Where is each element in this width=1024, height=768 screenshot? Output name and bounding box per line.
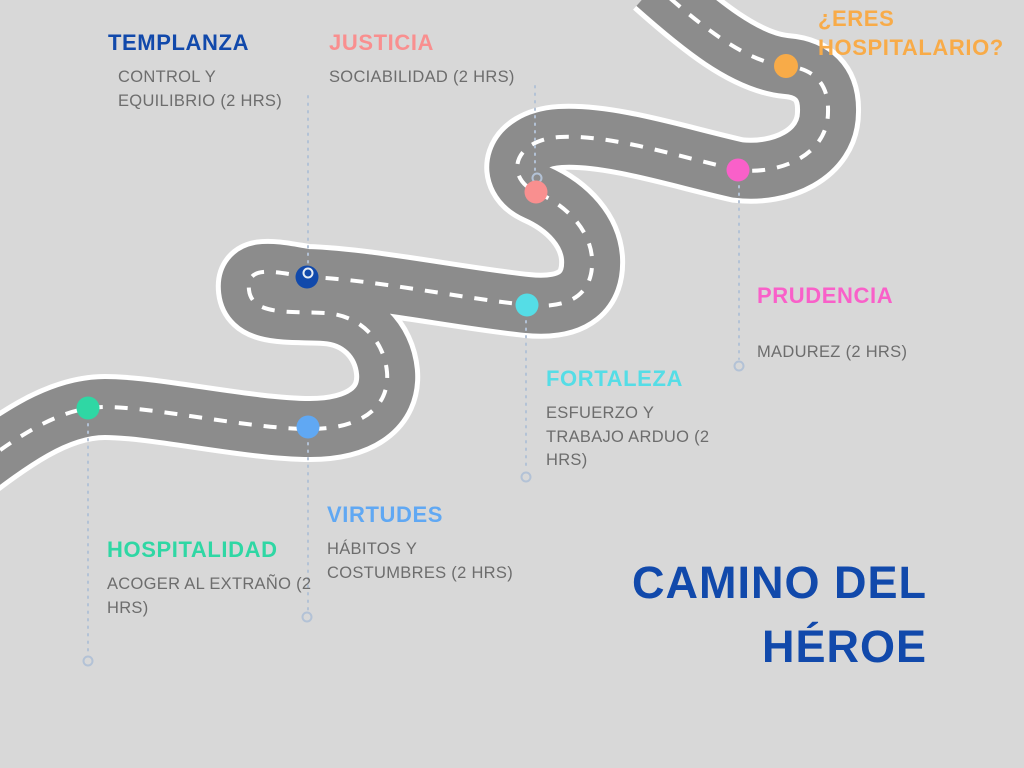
milestone-description: SOCIABILIDAD (2 HRS) — [329, 67, 515, 86]
page-title-line1: CAMINO DEL — [632, 557, 927, 608]
milestone-dot-virtudes — [296, 415, 320, 439]
milestone-label-eres-hospitalario: ¿ERES HOSPITALARIO? — [818, 5, 1024, 62]
milestone-description: ACOGER AL EXTRAÑO (2 HRS) — [107, 574, 312, 617]
milestone-title: TEMPLANZA — [108, 30, 250, 55]
milestone-dot-prudencia — [726, 158, 750, 182]
connector-lines — [82, 85, 745, 667]
milestone-label-fortaleza: FORTALEZA ESFUERZO Y TRABAJO ARDUO (2 HR… — [546, 365, 718, 473]
milestone-description: CONTROL Y EQUILIBRIO (2 HRS) — [118, 67, 283, 110]
milestone-label-prudencia: PRUDENCIA MADUREZ (2 HRS) — [757, 282, 992, 365]
page-title-line2: HÉROE — [761, 620, 927, 672]
milestone-dot-eres — [774, 54, 798, 78]
milestone-label-justicia: JUSTICIA SOCIABILIDAD (2 HRS) — [329, 29, 564, 90]
milestone-label-virtudes: VIRTUDES HÁBITOS Y COSTUMBRES (2 HRS) — [327, 501, 527, 585]
milestone-description: HÁBITOS Y COSTUMBRES (2 HRS) — [327, 539, 513, 582]
milestone-description: MADUREZ (2 HRS) — [757, 342, 908, 361]
milestone-dot-hospitalidad — [76, 396, 100, 420]
milestone-label-templanza: TEMPLANZA CONTROL Y EQUILIBRIO (2 HRS) — [108, 29, 298, 113]
road-centerline — [0, 0, 831, 453]
connector-end-ring-virtudes — [301, 611, 313, 623]
connector-end-ring-fortaleza — [520, 471, 532, 483]
milestone-dot-fortaleza — [515, 293, 539, 317]
milestone-label-hospitalidad: HOSPITALIDAD ACOGER AL EXTRAÑO (2 HRS) — [107, 536, 312, 620]
connector-end-ring-hospitalidad — [82, 655, 94, 667]
milestone-title: ¿ERES HOSPITALARIO? — [818, 6, 1004, 60]
milestone-title: PRUDENCIA — [757, 283, 894, 308]
milestone-title: VIRTUDES — [327, 502, 444, 527]
connector-end-ring-prudencia — [733, 360, 745, 372]
milestone-title: JUSTICIA — [329, 30, 435, 55]
milestone-title: HOSPITALIDAD — [107, 537, 278, 562]
page-title: CAMINO DEL HÉROE — [632, 551, 927, 679]
connector-end-ring-templanza — [302, 267, 314, 279]
milestone-dot-justicia — [524, 180, 548, 204]
milestone-description: ESFUERZO Y TRABAJO ARDUO (2 HRS) — [546, 403, 710, 470]
milestone-title: FORTALEZA — [546, 366, 683, 391]
